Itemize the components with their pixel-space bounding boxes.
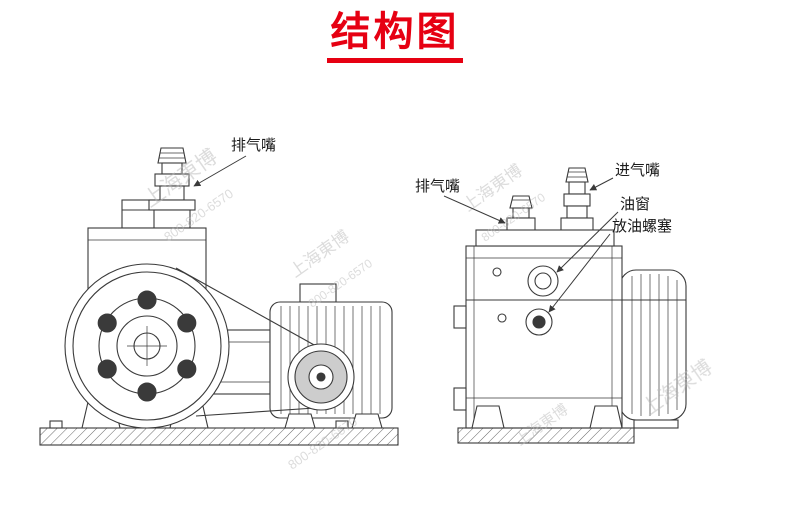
drive-belt-bottom bbox=[195, 406, 331, 417]
drive-belt-top bbox=[175, 267, 317, 347]
base-plate-left bbox=[39, 420, 399, 446]
small-pulley bbox=[287, 343, 355, 411]
oil-window bbox=[527, 265, 559, 297]
label-drain-plug: 放油螺塞 bbox=[612, 217, 672, 235]
leader-lines bbox=[193, 155, 619, 313]
base-plate-right bbox=[457, 427, 635, 444]
leader-exhaust-right bbox=[443, 195, 506, 224]
leader-oil-window bbox=[556, 211, 619, 273]
big-pulley bbox=[64, 263, 230, 429]
exhaust-nozzle-left bbox=[148, 147, 196, 229]
page-title: 结构图 bbox=[330, 10, 460, 54]
label-intake: 进气嘴 bbox=[615, 162, 660, 179]
intake-nozzle bbox=[560, 167, 594, 233]
part-labels: 排气嘴 排气嘴 进气嘴 油窗 放油螺塞 bbox=[231, 137, 672, 235]
label-exhaust-right: 排气嘴 bbox=[415, 178, 460, 195]
title-underline bbox=[327, 58, 463, 63]
title-block: 结构图 bbox=[0, 10, 790, 63]
leader-exhaust-left bbox=[193, 155, 247, 187]
right-machine bbox=[453, 167, 687, 444]
machine-feet-right bbox=[471, 405, 623, 429]
leader-drain-plug bbox=[548, 233, 611, 313]
exhaust-nozzle-right bbox=[506, 195, 536, 233]
label-exhaust-left: 排气嘴 bbox=[231, 137, 276, 154]
left-machine bbox=[39, 147, 399, 446]
oil-drain-plug bbox=[525, 308, 553, 336]
label-oil-window: 油窗 bbox=[620, 195, 650, 213]
motor-fan-cover bbox=[619, 269, 687, 429]
leader-intake bbox=[589, 177, 614, 191]
